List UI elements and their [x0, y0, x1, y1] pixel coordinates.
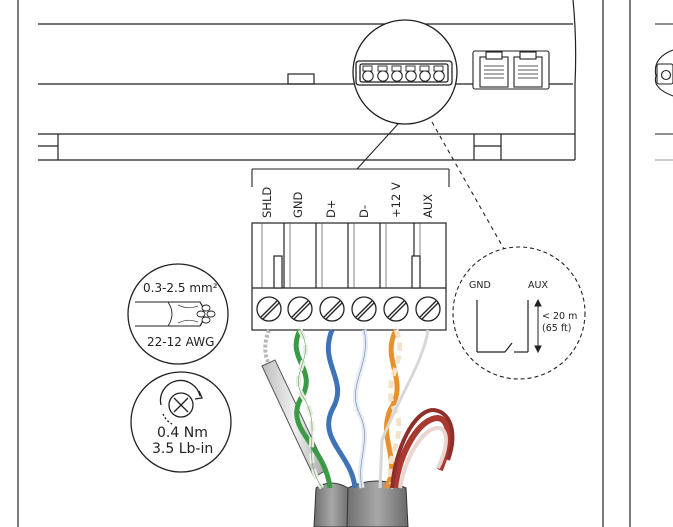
adjacent-page-fragment [654, 23, 673, 161]
screw-icon [256, 296, 282, 322]
screw-icon [287, 296, 313, 322]
label-aux: AUX [421, 194, 435, 218]
page-frame [17, 0, 631, 527]
label-12v: +12 V [389, 182, 403, 218]
controller-housing [38, 0, 577, 161]
terminal-block [251, 222, 447, 331]
wire-gnd-green [293, 328, 333, 489]
aux-aux-label: AUX [528, 280, 548, 291]
distance-arrow [534, 298, 542, 354]
shield-sleeve [261, 359, 328, 478]
rj-jack-pair [472, 50, 550, 90]
distance-imperial: (65 ft) [542, 323, 571, 334]
wire-aux [378, 329, 430, 489]
distance-metric: < 20 m [542, 311, 577, 322]
aux-switch-symbol [476, 300, 529, 353]
screw-icon [319, 296, 345, 322]
cables [261, 328, 455, 527]
wire-gauge: 22-12 AWG [147, 335, 214, 349]
screw-rotate-icon [159, 379, 203, 425]
label-dminus: D- [357, 205, 371, 218]
label-shld: SHLD [260, 187, 274, 218]
label-gnd: GND [291, 191, 305, 218]
screw-icon [383, 296, 409, 322]
label-dplus: D+ [324, 200, 338, 219]
terminal-labels: SHLD GND D+ D- +12 V AUX [260, 182, 435, 218]
wire-spec-badge: 0.3-2.5 mm² 22-12 AWG [127, 263, 229, 365]
leader-lines [251, 121, 505, 250]
cable-jacket-right [346, 480, 409, 527]
cable-jacket-left [313, 482, 351, 527]
connector-magnifier [352, 19, 458, 125]
screw-icon [415, 296, 441, 322]
wire-cross-section: 0.3-2.5 mm² [143, 281, 218, 295]
torque-badge: 0.4 Nm 3.5 Lb-in [130, 371, 232, 473]
wire-dplus-blue [325, 329, 358, 489]
torque-imperial: 3.5 Lb-in [152, 441, 213, 457]
aux-gnd-label: GND [469, 280, 491, 291]
screw-terminals [256, 296, 441, 322]
screw-icon [351, 296, 377, 322]
wire-dminus-white [353, 329, 368, 489]
torque-metric: 0.4 Nm [157, 425, 208, 441]
aux-detail-callout: GND AUX < 20 m (65 ft) [452, 246, 586, 380]
